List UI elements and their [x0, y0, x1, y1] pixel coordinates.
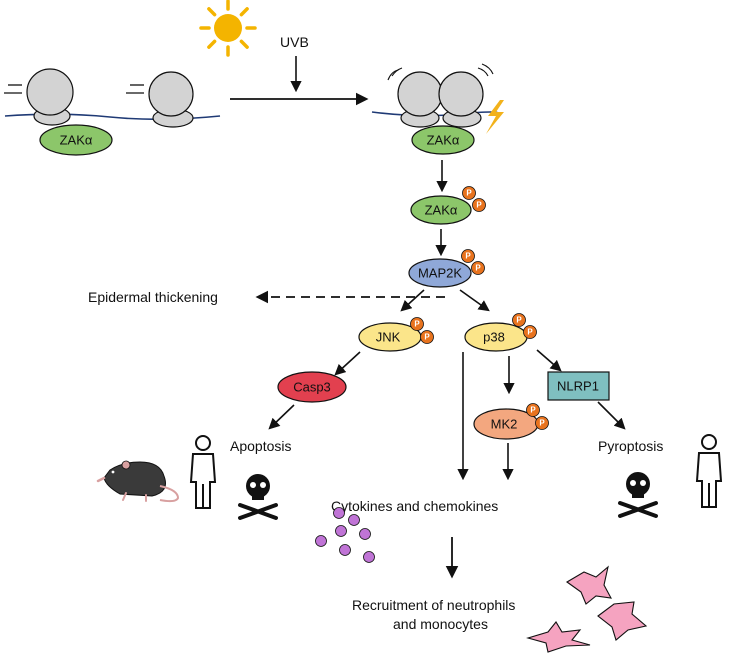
pyroptosis-label: Pyroptosis	[598, 438, 663, 454]
recruitment-label-line2: and monocytes	[393, 616, 488, 632]
map2k-label: MAP2K	[418, 266, 462, 281]
jnk-label: JNK	[376, 330, 401, 345]
skull-crossbones-icon	[238, 474, 278, 520]
phospho-badge: P	[410, 317, 424, 331]
zak-inactive-label: ZAKα	[60, 133, 93, 148]
ribosome-2	[148, 71, 194, 128]
uvb-label: UVB	[280, 34, 309, 50]
sun-icon	[199, 0, 257, 57]
svg-text:P: P	[465, 252, 471, 261]
collision-marks	[387, 63, 494, 81]
svg-text:P: P	[414, 320, 420, 329]
mouse-icon	[96, 460, 180, 503]
jnk-node: JNK	[358, 322, 422, 352]
collided-ribosomes	[397, 71, 484, 128]
apoptosis-label: Apoptosis	[230, 438, 291, 454]
phospho-badge: P	[471, 261, 485, 275]
map2k-node: MAP2K	[408, 258, 472, 288]
motion-lines-left	[4, 84, 144, 94]
phospho-badge: P	[472, 198, 486, 212]
phospho-badge: P	[535, 416, 549, 430]
epidermal-thickening-label: Epidermal thickening	[88, 289, 218, 305]
immune-cells	[526, 565, 648, 653]
skull-crossbones-icon	[618, 472, 658, 518]
monocyte-cell	[597, 601, 648, 641]
human-icon	[189, 435, 217, 509]
lightning-icon	[486, 100, 504, 134]
arrow-p38-to-nlrp1	[536, 349, 562, 372]
phospho-badge: P	[512, 313, 526, 327]
zak-phospho-label: ZAKα	[425, 203, 458, 218]
human-icon	[695, 434, 723, 508]
arrow-casp3-to-apoptosis	[268, 404, 295, 430]
zak-inactive-node: ZAKα	[39, 124, 113, 156]
mk2-node: MK2	[473, 408, 539, 440]
svg-text:P: P	[527, 328, 533, 337]
phospho-badge: P	[461, 249, 475, 263]
recruitment-label-line1: Recruitment of neutrophils	[352, 597, 515, 613]
zak-active-label: ZAKα	[427, 133, 460, 148]
nlrp1-label: NLRP1	[557, 379, 599, 394]
p38-node: p38	[464, 322, 528, 352]
cytokines-label: Cytokines and chemokines	[331, 498, 498, 514]
arrow-jnk-to-casp3	[334, 351, 361, 376]
phospho-badge: P	[523, 325, 537, 339]
casp3-label: Casp3	[293, 380, 331, 395]
phospho-badge: P	[462, 186, 476, 200]
p38-label: p38	[483, 330, 505, 345]
arrow-nlrp1-to-pyroptosis	[597, 401, 626, 430]
svg-text:P: P	[539, 419, 545, 428]
arrow-map2k-to-p38	[459, 289, 490, 312]
svg-text:P: P	[475, 264, 481, 273]
svg-text:P: P	[466, 189, 472, 198]
neutrophil-cell	[565, 565, 612, 605]
svg-text:P: P	[530, 406, 536, 415]
neutrophil-cell	[526, 621, 591, 653]
zak-active-node: ZAKα	[411, 125, 475, 155]
nlrp1-node: NLRP1	[547, 371, 610, 401]
phospho-badge: P	[526, 403, 540, 417]
svg-text:P: P	[516, 316, 522, 325]
cytokine-particles	[315, 507, 375, 563]
mk2-label: MK2	[491, 417, 518, 432]
svg-text:P: P	[476, 201, 482, 210]
zak-phospho-node: ZAKα	[410, 195, 472, 225]
arrow-map2k-to-jnk	[400, 289, 425, 312]
ribosome-1	[26, 68, 74, 126]
casp3-node: Casp3	[277, 371, 347, 403]
phospho-badge: P	[420, 330, 434, 344]
svg-text:P: P	[424, 333, 430, 342]
